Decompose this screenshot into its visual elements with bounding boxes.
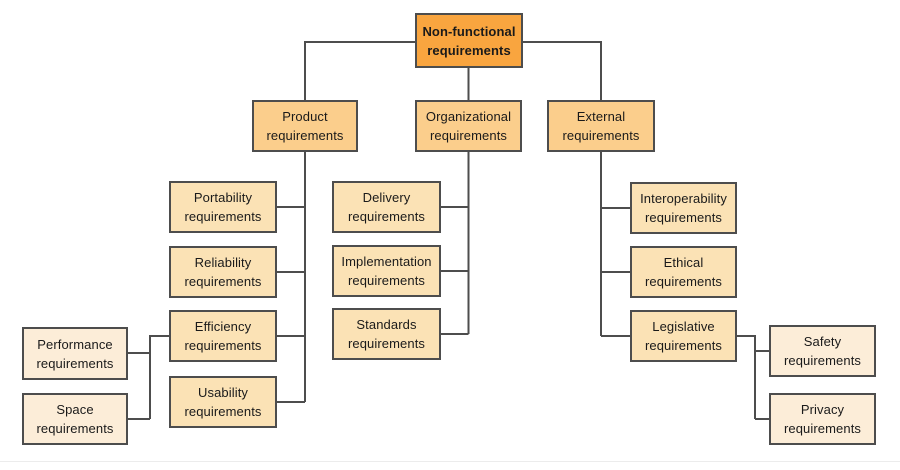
node-interoperability-requirements: Interoperability requirements (630, 182, 737, 234)
node-label-line2: requirements (644, 338, 723, 353)
node-label-line2: requirements (644, 274, 723, 289)
node-label-line1: Standards (356, 317, 417, 332)
node-label-line1: Space (56, 402, 94, 417)
node-implementation-requirements: Implementation requirements (332, 245, 441, 297)
node-label-line2: requirements (562, 128, 640, 143)
node-label-line1: Non-functional (422, 23, 516, 39)
node-space-requirements: Space requirements (22, 393, 128, 445)
node-label-line1: Legislative (652, 319, 715, 334)
node-label-line1: Usability (197, 385, 249, 400)
connector-root-external (523, 41, 602, 100)
node-label-line1: Delivery (362, 190, 411, 205)
node-reliability-requirements: Reliability requirements (169, 246, 277, 298)
node-non-functional-requirements: Non-functional requirements (415, 13, 523, 68)
node-label-line1: Efficiency (194, 319, 252, 334)
node-label-line2: requirements (783, 353, 862, 368)
connector-legislative-trunk (737, 335, 756, 419)
node-delivery-requirements: Delivery requirements (332, 181, 441, 233)
node-label-line2: requirements (184, 274, 262, 289)
node-privacy-requirements: Privacy requirements (769, 393, 876, 445)
node-label-line2: requirements (184, 338, 262, 353)
node-label-line2: requirements (36, 421, 114, 436)
node-label-line1: Interoperability (640, 191, 727, 206)
node-label-line2: requirements (347, 336, 426, 351)
node-label-line2: requirements (347, 273, 426, 288)
node-label-line1: Privacy (800, 402, 845, 417)
node-label-line2: requirements (184, 404, 262, 419)
node-safety-requirements: Safety requirements (769, 325, 876, 377)
node-label-line2: requirements (347, 209, 426, 224)
connector-efficiency-trunk (149, 335, 169, 419)
node-label-line2: requirements (427, 42, 511, 58)
node-label-line1: Organizational (425, 109, 512, 124)
node-standards-requirements: Standards requirements (332, 308, 441, 360)
node-usability-requirements: Usability requirements (169, 376, 277, 428)
node-organizational-requirements: Organizational requirements (415, 100, 522, 152)
node-label-line1: Ethical (663, 255, 704, 270)
node-efficiency-requirements: Efficiency requirements (169, 310, 277, 362)
node-label-line1: Portability (193, 190, 253, 205)
node-label-line1: Implementation (341, 254, 432, 269)
node-label-line1: Product (282, 109, 328, 124)
node-ethical-requirements: Ethical requirements (630, 246, 737, 298)
node-legislative-requirements: Legislative requirements (630, 310, 737, 362)
node-product-requirements: Product requirements (252, 100, 358, 152)
node-label-line1: External (576, 109, 626, 124)
node-label-line2: requirements (184, 209, 262, 224)
node-label-line1: Reliability (194, 255, 252, 270)
bottom-divider (0, 461, 900, 462)
node-label-line2: requirements (266, 128, 344, 143)
node-performance-requirements: Performance requirements (22, 327, 128, 380)
node-label-line1: Safety (803, 334, 842, 349)
node-portability-requirements: Portability requirements (169, 181, 277, 233)
node-external-requirements: External requirements (547, 100, 655, 152)
node-label-line1: Performance (37, 336, 113, 352)
node-label-line2: requirements (36, 355, 114, 371)
connector-root-product (304, 41, 415, 100)
node-label-line2: requirements (783, 421, 862, 436)
node-label-line2: requirements (429, 128, 508, 143)
node-label-line2: requirements (644, 210, 723, 225)
